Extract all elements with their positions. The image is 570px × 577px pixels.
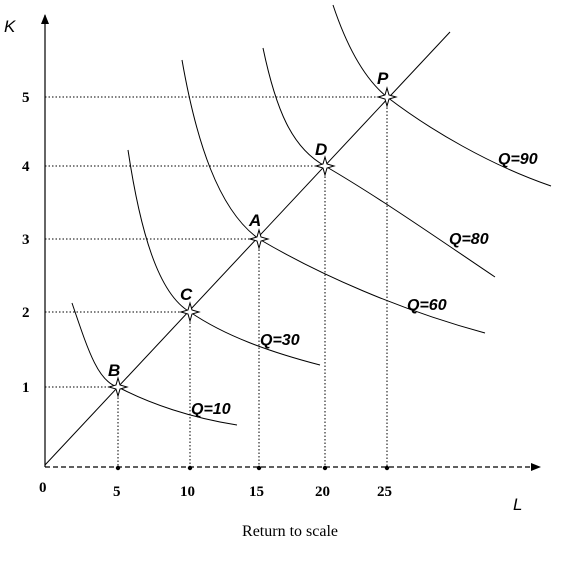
vertical-guides <box>117 97 388 467</box>
point-label-c: C <box>180 285 193 304</box>
star-marker-a <box>248 228 270 250</box>
y-tick-label: 3 <box>22 232 30 248</box>
x-tick-label: 10 <box>180 484 195 500</box>
point-label-a: A <box>248 211 261 230</box>
star-marker-p <box>376 86 398 108</box>
expansion-path-line <box>44 31 451 466</box>
point-label-d: D <box>315 140 327 159</box>
isoquant-curve-q60 <box>181 59 486 334</box>
y-tick-label: 5 <box>22 90 30 106</box>
isoquant-label-q80: Q=80 <box>449 231 489 248</box>
y-tick-label: 1 <box>22 380 30 396</box>
y-tick-label: 4 <box>22 159 30 175</box>
isoquant-label-q90: Q=90 <box>498 151 538 168</box>
x-tick-label: 20 <box>315 484 330 500</box>
isoquant-curve-q90 <box>332 4 552 187</box>
x-tick-label: 15 <box>249 484 264 500</box>
y-tick-label: 2 <box>22 305 30 321</box>
horizontal-guides <box>45 96 387 388</box>
x-tick-label: 5 <box>113 484 121 500</box>
isoquant-label-q10: Q=10 <box>191 401 231 418</box>
point-markers <box>107 86 398 398</box>
isoquant-curve-q80 <box>262 47 496 278</box>
isoquant-label-q60: Q=60 <box>407 297 447 314</box>
point-label-b: B <box>108 361 120 380</box>
point-label-p: P <box>377 69 389 88</box>
diagram-caption: Return to scale <box>242 523 338 540</box>
x-axis-label: L <box>513 495 522 514</box>
x-tick-label: 25 <box>377 484 392 500</box>
origin-label: 0 <box>39 480 47 496</box>
isoquant-label-q30: Q=30 <box>260 332 300 349</box>
x-tick-marks <box>115 465 390 471</box>
star-marker-d <box>314 155 336 177</box>
star-marker-c <box>179 301 201 323</box>
star-marker-b <box>107 376 129 398</box>
y-axis-label: K <box>4 17 16 36</box>
